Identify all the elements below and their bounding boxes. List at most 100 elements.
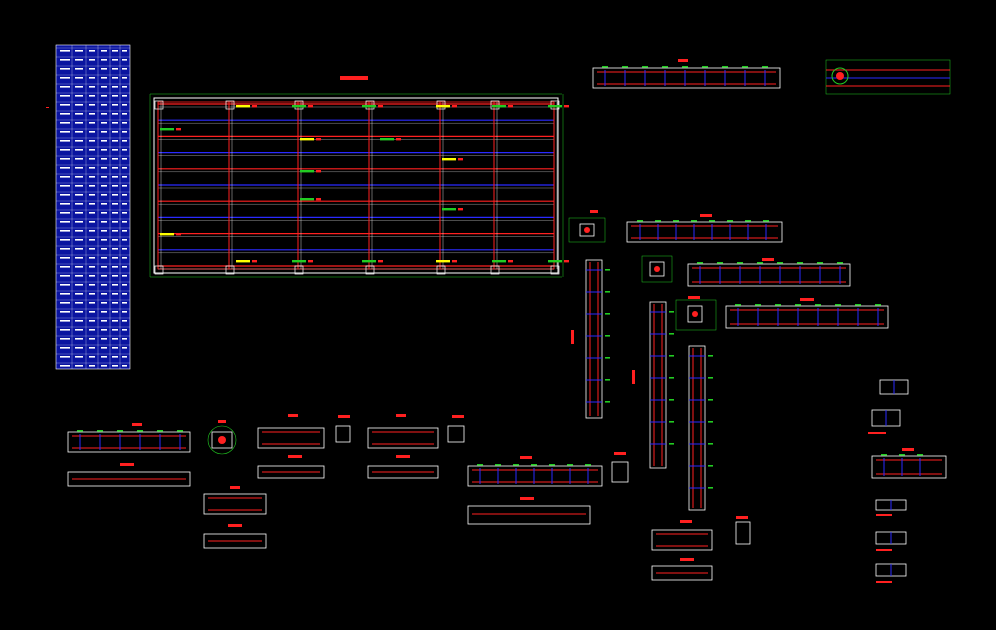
plan-callout-tag — [160, 233, 174, 236]
table-cell-text — [89, 257, 95, 259]
beam-detail-b[interactable] — [626, 214, 783, 243]
bottom-column-section[interactable] — [207, 420, 237, 455]
table-cell-text — [101, 284, 107, 286]
column-elevation-3[interactable] — [688, 345, 713, 511]
beam-detail-d[interactable] — [725, 298, 889, 329]
table-cell-text — [122, 320, 127, 322]
stirrup-mark-label — [777, 262, 783, 264]
bottom-beam-4[interactable] — [467, 452, 629, 525]
stirrup-mark-label — [722, 66, 728, 68]
table-cell-text — [112, 248, 118, 250]
bottom-beam-6[interactable] — [651, 516, 751, 581]
column-tie-label — [708, 399, 713, 401]
table-cell-text — [122, 338, 127, 340]
stirrup-mark-label — [513, 464, 519, 466]
column-elevation-1[interactable] — [571, 259, 610, 419]
table-cell-text — [89, 338, 95, 340]
small-section-3[interactable] — [871, 448, 947, 479]
table-cell-text — [60, 230, 70, 232]
table-cell-text — [89, 311, 95, 313]
table-cell-text — [101, 266, 107, 268]
plan-column — [225, 100, 235, 110]
table-cell-text — [101, 248, 107, 250]
column-detail-c[interactable] — [641, 255, 673, 283]
table-cell-text — [75, 329, 83, 331]
plan-column — [154, 265, 164, 275]
stirrup-mark-label — [815, 304, 821, 306]
plan-callout-tag — [300, 170, 314, 173]
table-cell-text — [112, 320, 118, 322]
table-cell-text — [60, 158, 70, 160]
beam-detail-top-2[interactable] — [825, 59, 951, 95]
bottom-beam-5[interactable] — [203, 486, 267, 549]
stirrup-mark-label — [797, 262, 803, 264]
table-cell-text — [122, 77, 127, 79]
table-cell-text — [60, 311, 70, 313]
plan-callout-tag — [292, 260, 306, 263]
stirrup-mark-label — [662, 66, 668, 68]
stirrup-mark-label — [881, 454, 887, 456]
table-cell-text — [60, 140, 70, 142]
table-cell-text — [101, 329, 107, 331]
table-cell-text — [122, 302, 127, 304]
column-tie-label — [708, 443, 713, 445]
table-cell-text — [101, 221, 107, 223]
table-cell-text — [101, 257, 107, 259]
table-cell-text — [75, 338, 83, 340]
table-cell-text — [75, 230, 83, 232]
plan-callout-mark — [252, 260, 257, 263]
small-section-4[interactable] — [875, 499, 907, 516]
table-cell-text — [89, 329, 95, 331]
table-cell-text — [101, 365, 107, 367]
small-section-2[interactable] — [868, 409, 901, 434]
column-tie-label — [708, 377, 713, 379]
table-cell-text — [112, 275, 118, 277]
bottom-beam-3[interactable] — [367, 414, 465, 479]
beam-detail-top-1[interactable] — [592, 59, 781, 89]
table-cell-text — [60, 77, 70, 79]
table-cell-text — [75, 239, 83, 241]
table-cell-text — [75, 59, 83, 61]
table-cell-text — [89, 284, 95, 286]
table-cell-text — [112, 104, 118, 106]
stirrup-mark-label — [775, 304, 781, 306]
table-cell-text — [75, 302, 83, 304]
table-cell-text — [60, 149, 70, 151]
stirrup-mark-label — [855, 304, 861, 306]
stirrup-mark-label — [673, 220, 679, 222]
plan-callout-mark — [176, 233, 181, 236]
table-cell-text — [75, 185, 83, 187]
table-cell-text — [122, 248, 127, 250]
table-cell-text — [122, 113, 127, 115]
table-cell-text — [101, 239, 107, 241]
table-cell-text — [89, 320, 95, 322]
bottom-beam-2[interactable] — [257, 414, 351, 479]
column-tie-label — [669, 421, 674, 423]
column-detail-d[interactable] — [675, 296, 717, 331]
table-cell-text — [89, 275, 95, 277]
table-cell-text — [101, 77, 107, 79]
rebar-schedule-table[interactable] — [55, 44, 131, 370]
plan-callout-tag — [362, 105, 376, 108]
table-cell-text — [75, 68, 83, 70]
stirrup-mark-label — [817, 262, 823, 264]
small-section-1[interactable] — [879, 379, 909, 395]
table-cell-text — [60, 185, 70, 187]
table-cell-text — [122, 95, 127, 97]
table-cell-text — [75, 365, 83, 367]
small-section-5[interactable] — [875, 531, 907, 551]
framing-plan[interactable] — [149, 76, 569, 278]
plan-callout-tag — [300, 198, 314, 201]
table-cell-text — [60, 248, 70, 250]
beam-detail-c[interactable] — [687, 258, 851, 287]
plan-columns — [154, 100, 560, 275]
small-section-6[interactable] — [875, 563, 907, 583]
bottom-beam-1[interactable] — [67, 423, 191, 487]
column-elevation-2[interactable] — [632, 301, 674, 469]
column-detail-a[interactable] — [568, 210, 606, 243]
plan-callout-mark — [452, 105, 457, 108]
stirrup-mark-label — [717, 262, 723, 264]
table-cell-text — [89, 221, 95, 223]
table-cell-text — [60, 356, 70, 358]
